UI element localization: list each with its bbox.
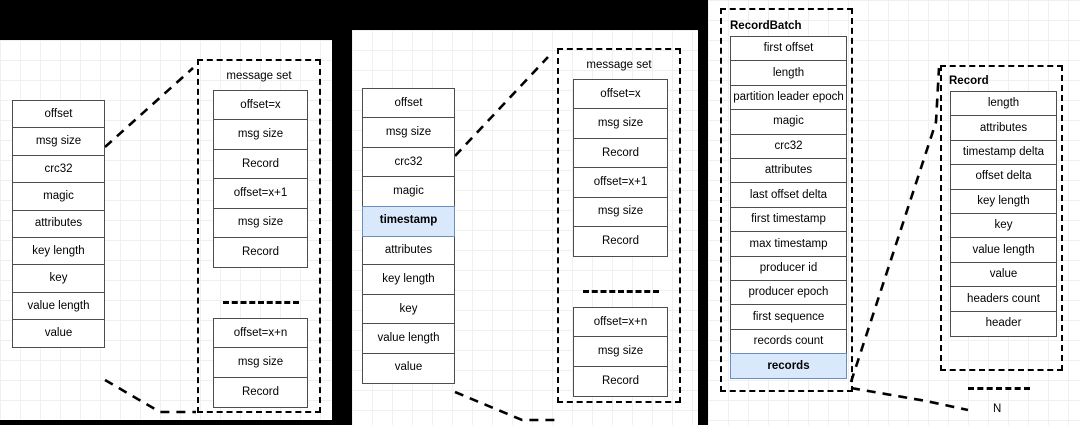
field-v1-value-length: value length	[362, 323, 455, 355]
record-batch-title: RecordBatch	[730, 20, 802, 32]
field-batch-producer-id: producer id	[730, 255, 847, 282]
field-record-attributes: attributes	[950, 115, 1057, 142]
msgset-v1-a-record: Record	[573, 137, 668, 169]
field-batch-producer-epoch: producer epoch	[730, 280, 847, 307]
msgset-v1-b-offset-x-n: offset=x+n	[573, 307, 668, 338]
field-v1-magic: magic	[362, 176, 455, 208]
msgset-v1-a-offset-x-1: offset=x+1	[573, 167, 668, 199]
field-record-value-length: value length	[950, 237, 1057, 264]
msgset-v0-a-offset-x: offset=x	[213, 90, 308, 121]
field-batch-crc32: crc32	[730, 133, 847, 160]
field-v0-attributes: attributes	[12, 209, 105, 239]
field-v1-key-length: key length	[362, 264, 455, 296]
record-title: Record	[949, 75, 989, 87]
msgset-v1-a-offset-x: offset=x	[573, 79, 668, 110]
msgset-v0-a-record: Record	[213, 237, 308, 269]
msgset-v0-a-offset-x-1: offset=x+1	[213, 178, 308, 210]
field-v1-timestamp: timestamp	[362, 205, 455, 237]
field-record-key: key	[950, 213, 1057, 240]
msgset-v1-a-msg-size: msg size	[573, 196, 668, 228]
field-v0-magic: magic	[12, 182, 105, 212]
field-v0-value-length: value length	[12, 291, 105, 321]
msgset-v0-b-record: Record	[213, 376, 308, 408]
field-v0-value: value	[12, 319, 105, 349]
field-v1-attributes: attributes	[362, 235, 455, 267]
msgset-v0-b-offset-x-n: offset=x+n	[213, 318, 308, 349]
field-batch-first-offset: first offset	[730, 36, 847, 62]
ellipsis-separator	[583, 290, 659, 293]
msgset-v0-a-record: Record	[213, 148, 308, 180]
field-record-timestamp-delta: timestamp delta	[950, 139, 1057, 166]
field-batch-magic: magic	[730, 109, 847, 136]
field-batch-first-sequence: first sequence	[730, 304, 847, 331]
field-v0-crc32: crc32	[12, 154, 105, 184]
msgset-v1-a-msg-size: msg size	[573, 108, 668, 140]
multiplicity-label: N	[993, 403, 1002, 415]
field-batch-partition-leader-epoch: partition leader epoch	[730, 84, 847, 111]
msgset-v1-b-record: Record	[573, 365, 668, 397]
message-set-title: message set	[226, 70, 292, 82]
msgset-v0-a-msg-size: msg size	[213, 119, 308, 151]
field-record-header: header	[950, 310, 1057, 337]
field-batch-length: length	[730, 60, 847, 87]
msgset-v0-b-msg-size: msg size	[213, 347, 308, 379]
field-record-value: value	[950, 261, 1057, 288]
field-v1-offset: offset	[362, 88, 455, 119]
message-set-title: message set	[586, 59, 652, 71]
field-batch-first-timestamp: first timestamp	[730, 206, 847, 233]
field-record-key-length: key length	[950, 188, 1057, 215]
field-v1-value: value	[362, 352, 455, 384]
msgset-v0-a-msg-size: msg size	[213, 207, 308, 239]
field-batch-records: records	[730, 353, 847, 380]
field-record-headers-count: headers count	[950, 286, 1057, 313]
msgset-v1-b-msg-size: msg size	[573, 336, 668, 368]
field-batch-records-count: records count	[730, 328, 847, 355]
msgset-v1-a-record: Record	[573, 226, 668, 258]
field-v0-msg-size: msg size	[12, 127, 105, 157]
field-record-length: length	[950, 91, 1057, 117]
field-v0-offset: offset	[12, 100, 105, 129]
record-repeat-separator	[968, 387, 1030, 390]
field-v1-crc32: crc32	[362, 146, 455, 178]
field-batch-last-offset-delta: last offset delta	[730, 182, 847, 209]
field-batch-max-timestamp: max timestamp	[730, 231, 847, 258]
field-batch-attributes: attributes	[730, 158, 847, 185]
field-record-offset-delta: offset delta	[950, 164, 1057, 191]
field-v0-key-length: key length	[12, 237, 105, 267]
field-v1-msg-size: msg size	[362, 117, 455, 149]
ellipsis-separator	[223, 301, 299, 304]
field-v1-key: key	[362, 293, 455, 325]
field-v0-key: key	[12, 264, 105, 294]
